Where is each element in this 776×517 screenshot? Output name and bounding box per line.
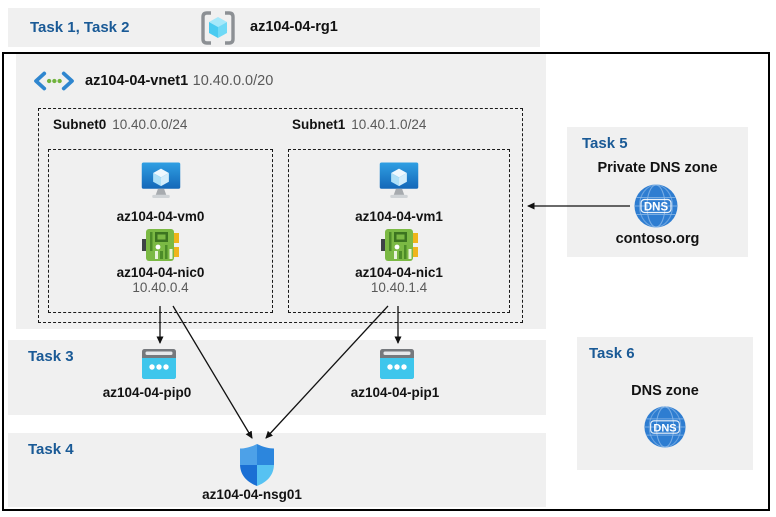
vnet-name: az104-04-vnet1 (85, 73, 189, 89)
lab-boundary-box (2, 52, 770, 511)
nic-icon (142, 229, 179, 261)
subnet1-label: Subnet1 10.40.1.0/24 (292, 117, 426, 132)
task-4-band: Task 4 (8, 433, 546, 507)
vm1-name: az104-04-vm1 (355, 209, 443, 224)
dns-icon-text: DNS (644, 202, 669, 214)
task-3-label: Task 3 (28, 348, 74, 365)
dns-icon-text: DNS (653, 422, 676, 434)
subnet0-box: az104-04-vm0 az104-04-nic0 10.40.0.4 (48, 149, 273, 313)
task-5-label: Task 5 (582, 135, 628, 152)
task-4-label: Task 4 (28, 441, 74, 458)
subnet0-label: Subnet0 10.40.0.0/24 (53, 117, 187, 132)
nic0-name: az104-04-nic0 (116, 265, 205, 280)
pip0-name: az104-04-pip0 (102, 385, 192, 400)
public-ip-icon (142, 349, 176, 379)
dns-zone-icon: DNS (634, 184, 678, 228)
vm-icon (141, 162, 180, 198)
nsg-shield-icon (240, 444, 274, 486)
resource-group-icon (201, 11, 235, 45)
subnet1-box: az104-04-vm1 az104-04-nic1 10.40.1.4 (288, 149, 510, 313)
vm0-name: az104-04-vm0 (116, 209, 205, 224)
nsg-name: az104-04-nsg01 (202, 487, 302, 502)
vnet-region (16, 54, 546, 329)
private-dns-zone-name: contoso.org (615, 231, 700, 247)
vm-icon (379, 162, 419, 198)
vnet-cidr: 10.40.0.0/20 (192, 73, 274, 89)
private-dns-zone-title: Private DNS zone (597, 160, 718, 176)
virtual-network-icon (34, 71, 74, 91)
nic0-ip: 10.40.0.4 (132, 280, 189, 295)
task-6-box: Task 6 DNS zone DNS (577, 337, 753, 470)
nic1-ip: 10.40.1.4 (370, 280, 428, 295)
subnet0-name: Subnet0 (53, 117, 107, 132)
subnet1-cidr: 10.40.1.0/24 (351, 117, 427, 132)
resource-group-name: az104-04-rg1 (250, 19, 338, 35)
vnet-header: az104-04-vnet1 10.40.0.0/20 (33, 68, 273, 94)
public-ip-icon (380, 349, 414, 379)
pip1-name: az104-04-pip1 (350, 385, 440, 400)
task-5-box: Task 5 Private DNS zone DNS contoso.org (567, 127, 748, 257)
nic-icon (380, 229, 418, 261)
dns-zone-title: DNS zone (631, 383, 699, 399)
subnet1-name: Subnet1 (292, 117, 346, 132)
subnet0-cidr: 10.40.0.0/24 (112, 117, 188, 132)
task-1-2-label: Task 1, Task 2 (30, 19, 130, 36)
task-3-band: Task 3 (8, 340, 546, 415)
task-1-2-band: Task 1, Task 2 az104-04-rg1 (8, 8, 540, 47)
nic1-name: az104-04-nic1 (355, 265, 443, 280)
dns-zone-icon: DNS (644, 406, 686, 448)
task-6-label: Task 6 (589, 345, 635, 362)
